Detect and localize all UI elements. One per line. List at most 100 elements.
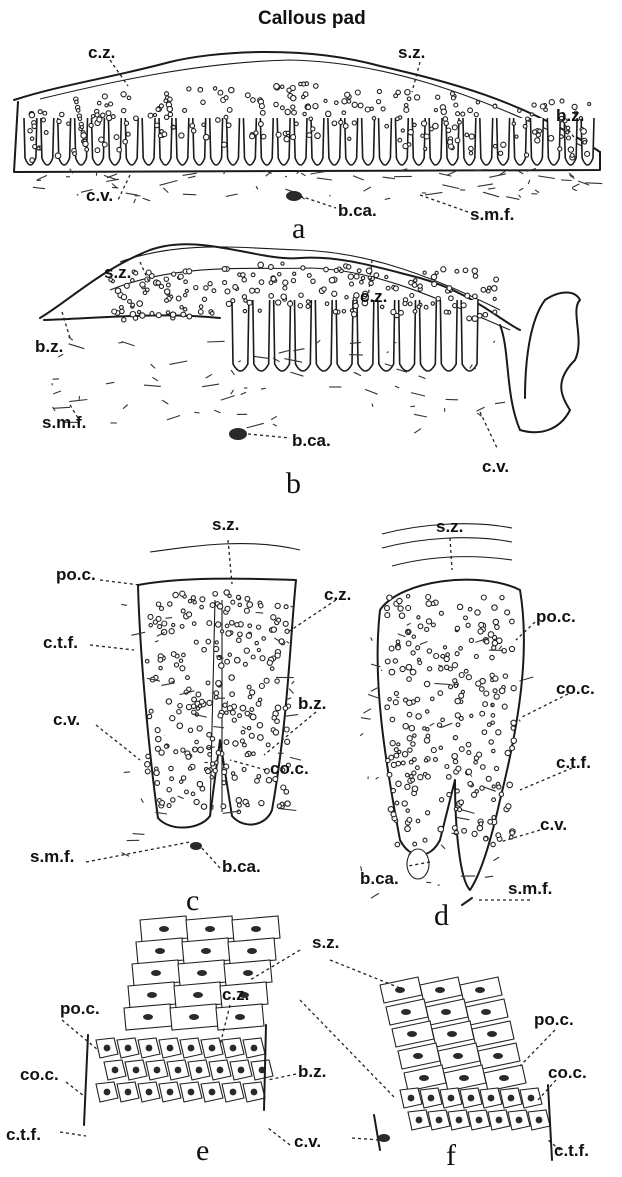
connective-fiber [141, 799, 143, 803]
panel-e-label-cv: c.v. [294, 1132, 321, 1151]
epithelial-cell [390, 717, 395, 722]
panel-b-label-sz: s.z. [104, 263, 131, 282]
dermal-fiber [572, 184, 579, 188]
epithelial-cell [477, 752, 482, 757]
epithelial-cell [240, 739, 244, 743]
panel-e-label-ctf: c.t.f. [6, 1125, 41, 1144]
epithelial-cell [302, 95, 305, 98]
epithelial-cell [238, 714, 242, 718]
epithelial-cell [479, 822, 483, 826]
epithelial-cell [243, 309, 246, 312]
dermal-fiber [143, 198, 151, 201]
epithelial-cell [526, 117, 530, 121]
epithelial-cell [439, 667, 443, 671]
dermal-fiber [122, 342, 135, 346]
panel-f-polygonal-cells [400, 1088, 550, 1130]
epithelial-cell [73, 152, 77, 156]
epithelial-cell [292, 110, 297, 115]
epithelial-cell [447, 792, 451, 796]
epithelial-cell [350, 282, 354, 286]
epithelial-cell [407, 700, 412, 705]
epithelial-cell [454, 807, 457, 810]
epithelial-cell [167, 106, 172, 111]
epithelial-cell [148, 614, 153, 619]
dermal-fiber [134, 199, 136, 203]
epithelial-cell [324, 267, 329, 272]
dermal-fiber [383, 177, 395, 179]
epithelial-cell [398, 606, 403, 611]
epithelial-cell [435, 271, 438, 274]
panel-c-label-cz: c.z. [324, 585, 351, 604]
epithelial-cell [423, 838, 427, 842]
cell-nucleus [407, 1031, 417, 1037]
epithelial-cell [225, 624, 229, 628]
epithelial-cell [483, 312, 488, 317]
panel-b-label-bca: b.ca. [292, 431, 331, 450]
cell-nucleus [175, 1067, 182, 1074]
epithelial-cell [480, 687, 485, 692]
epithelial-cell [434, 109, 437, 112]
epithelial-cell [402, 801, 407, 806]
epithelial-cell [396, 761, 401, 766]
panel-a: c.z. s.z. b.z. c.v. b.ca. s.m.f. a [14, 43, 602, 245]
epithelial-cell [44, 131, 48, 135]
epithelial-cell [397, 743, 400, 746]
epithelial-cell [418, 284, 422, 288]
epithelial-cell [269, 281, 273, 285]
epithelial-cell [101, 113, 105, 117]
dermal-fiber [247, 423, 264, 428]
epithelial-cell [249, 733, 254, 738]
connective-fiber [278, 808, 296, 810]
epithelial-cell [533, 130, 537, 134]
epithelial-cell [306, 304, 310, 308]
epithelial-cell [236, 595, 240, 599]
epithelial-cell [284, 790, 289, 795]
epithelial-cell [424, 305, 428, 309]
cell-nucleus [167, 1089, 174, 1096]
epithelial-cell [396, 640, 400, 644]
epithelial-cell [432, 282, 437, 287]
epithelial-cell [137, 301, 143, 307]
epithelial-cell [493, 310, 497, 314]
epithelial-cell [195, 740, 199, 744]
cell-nucleus [125, 1045, 132, 1052]
epithelial-cell [335, 101, 339, 105]
dermal-fiber [53, 407, 70, 408]
epithelial-cell [112, 309, 117, 314]
dermal-fiber [475, 368, 476, 369]
epithelial-cell [275, 705, 281, 711]
epithelial-cell [538, 129, 542, 133]
epithelial-cell [114, 135, 119, 140]
epithelial-cell [402, 752, 407, 757]
cell-nucleus [516, 1117, 523, 1124]
cell-nucleus [197, 970, 207, 976]
cell-nucleus [481, 1009, 491, 1015]
epithelial-cell [309, 117, 313, 121]
epithelial-cell [475, 610, 480, 615]
epithelial-cell [560, 135, 564, 139]
epithelial-cell [258, 262, 264, 268]
epithelial-cell [416, 646, 420, 650]
connective-fiber [193, 749, 194, 750]
epithelial-cell [395, 313, 399, 317]
connective-fiber [426, 882, 431, 883]
dermal-fiber [273, 424, 277, 426]
epithelial-cell [272, 716, 276, 720]
epithelial-cell [277, 804, 281, 808]
epithelial-cell [447, 286, 452, 291]
epithelial-cell [354, 274, 359, 279]
epithelial-cell [179, 133, 184, 138]
epithelial-cell [241, 730, 245, 734]
blood-capillary-c [190, 842, 202, 850]
epithelial-cell [213, 769, 217, 773]
epithelial-cell [158, 625, 162, 629]
epithelial-cell [428, 667, 432, 671]
epithelial-cell [386, 758, 390, 762]
dermal-fiber [271, 416, 277, 419]
epithelial-cell [500, 596, 504, 600]
epithelial-cell [218, 90, 223, 95]
epithelial-cell [177, 723, 183, 729]
epithelial-cell [399, 310, 404, 315]
epithelial-cell [425, 627, 429, 631]
epithelial-cell [385, 659, 390, 664]
